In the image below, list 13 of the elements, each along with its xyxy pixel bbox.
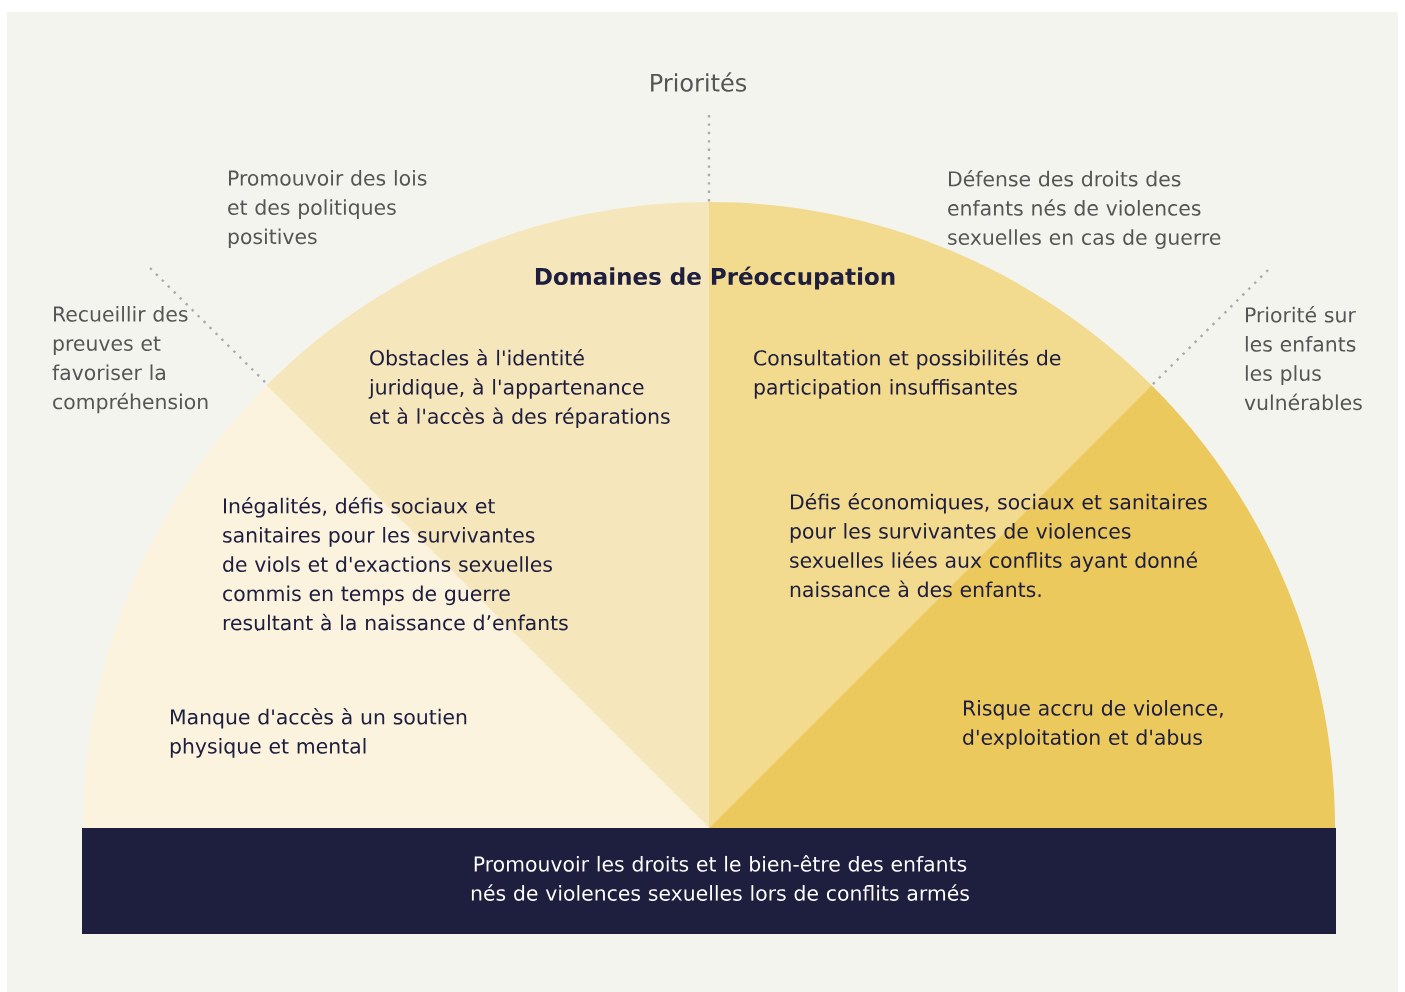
title: Domaines de Préoccupation bbox=[535, 266, 895, 290]
sector-text: Manque d'accès à un soutien physique et mental bbox=[170, 708, 467, 758]
sector-text: Défis économiques, sociaux et sanitaires pour les survivantes de violences sexuelles liées aux conflits ayant donné naissance à des enfants. bbox=[790, 493, 1207, 598]
sector-text: Consultation et possibilités de participation insuffisantes bbox=[754, 349, 1061, 399]
banner: Promouvoir les droits et le bien-être des enfants nés de violences sexuelles lors de conflits armés bbox=[82, 828, 1336, 934]
side-label: Recueillir des preuves et favoriser la compréhension bbox=[52, 306, 208, 414]
sector-text: Obstacles à l'identité juridique, à l'appartenance et à l'accès à des réparations bbox=[368, 349, 670, 428]
heading: Priorités bbox=[651, 72, 747, 92]
side-label: Défense des droits des enfants nés de violences sexuelles en cas de guerre bbox=[948, 170, 1221, 249]
sector-text: Risque accru de violence, d'exploitation et d'abus bbox=[963, 700, 1223, 749]
sector-text: Inégalités, défis sociaux et sanitaires pour les survivantes de viols et d'exactions sexuelles commis en temps de guerre resultant à la naissance d’enfants bbox=[223, 497, 568, 631]
side-label: Promouvoir des lois et des politiques positives bbox=[228, 170, 427, 249]
side-label: Priorité sur les enfants les plus vulnérables bbox=[1244, 306, 1362, 411]
